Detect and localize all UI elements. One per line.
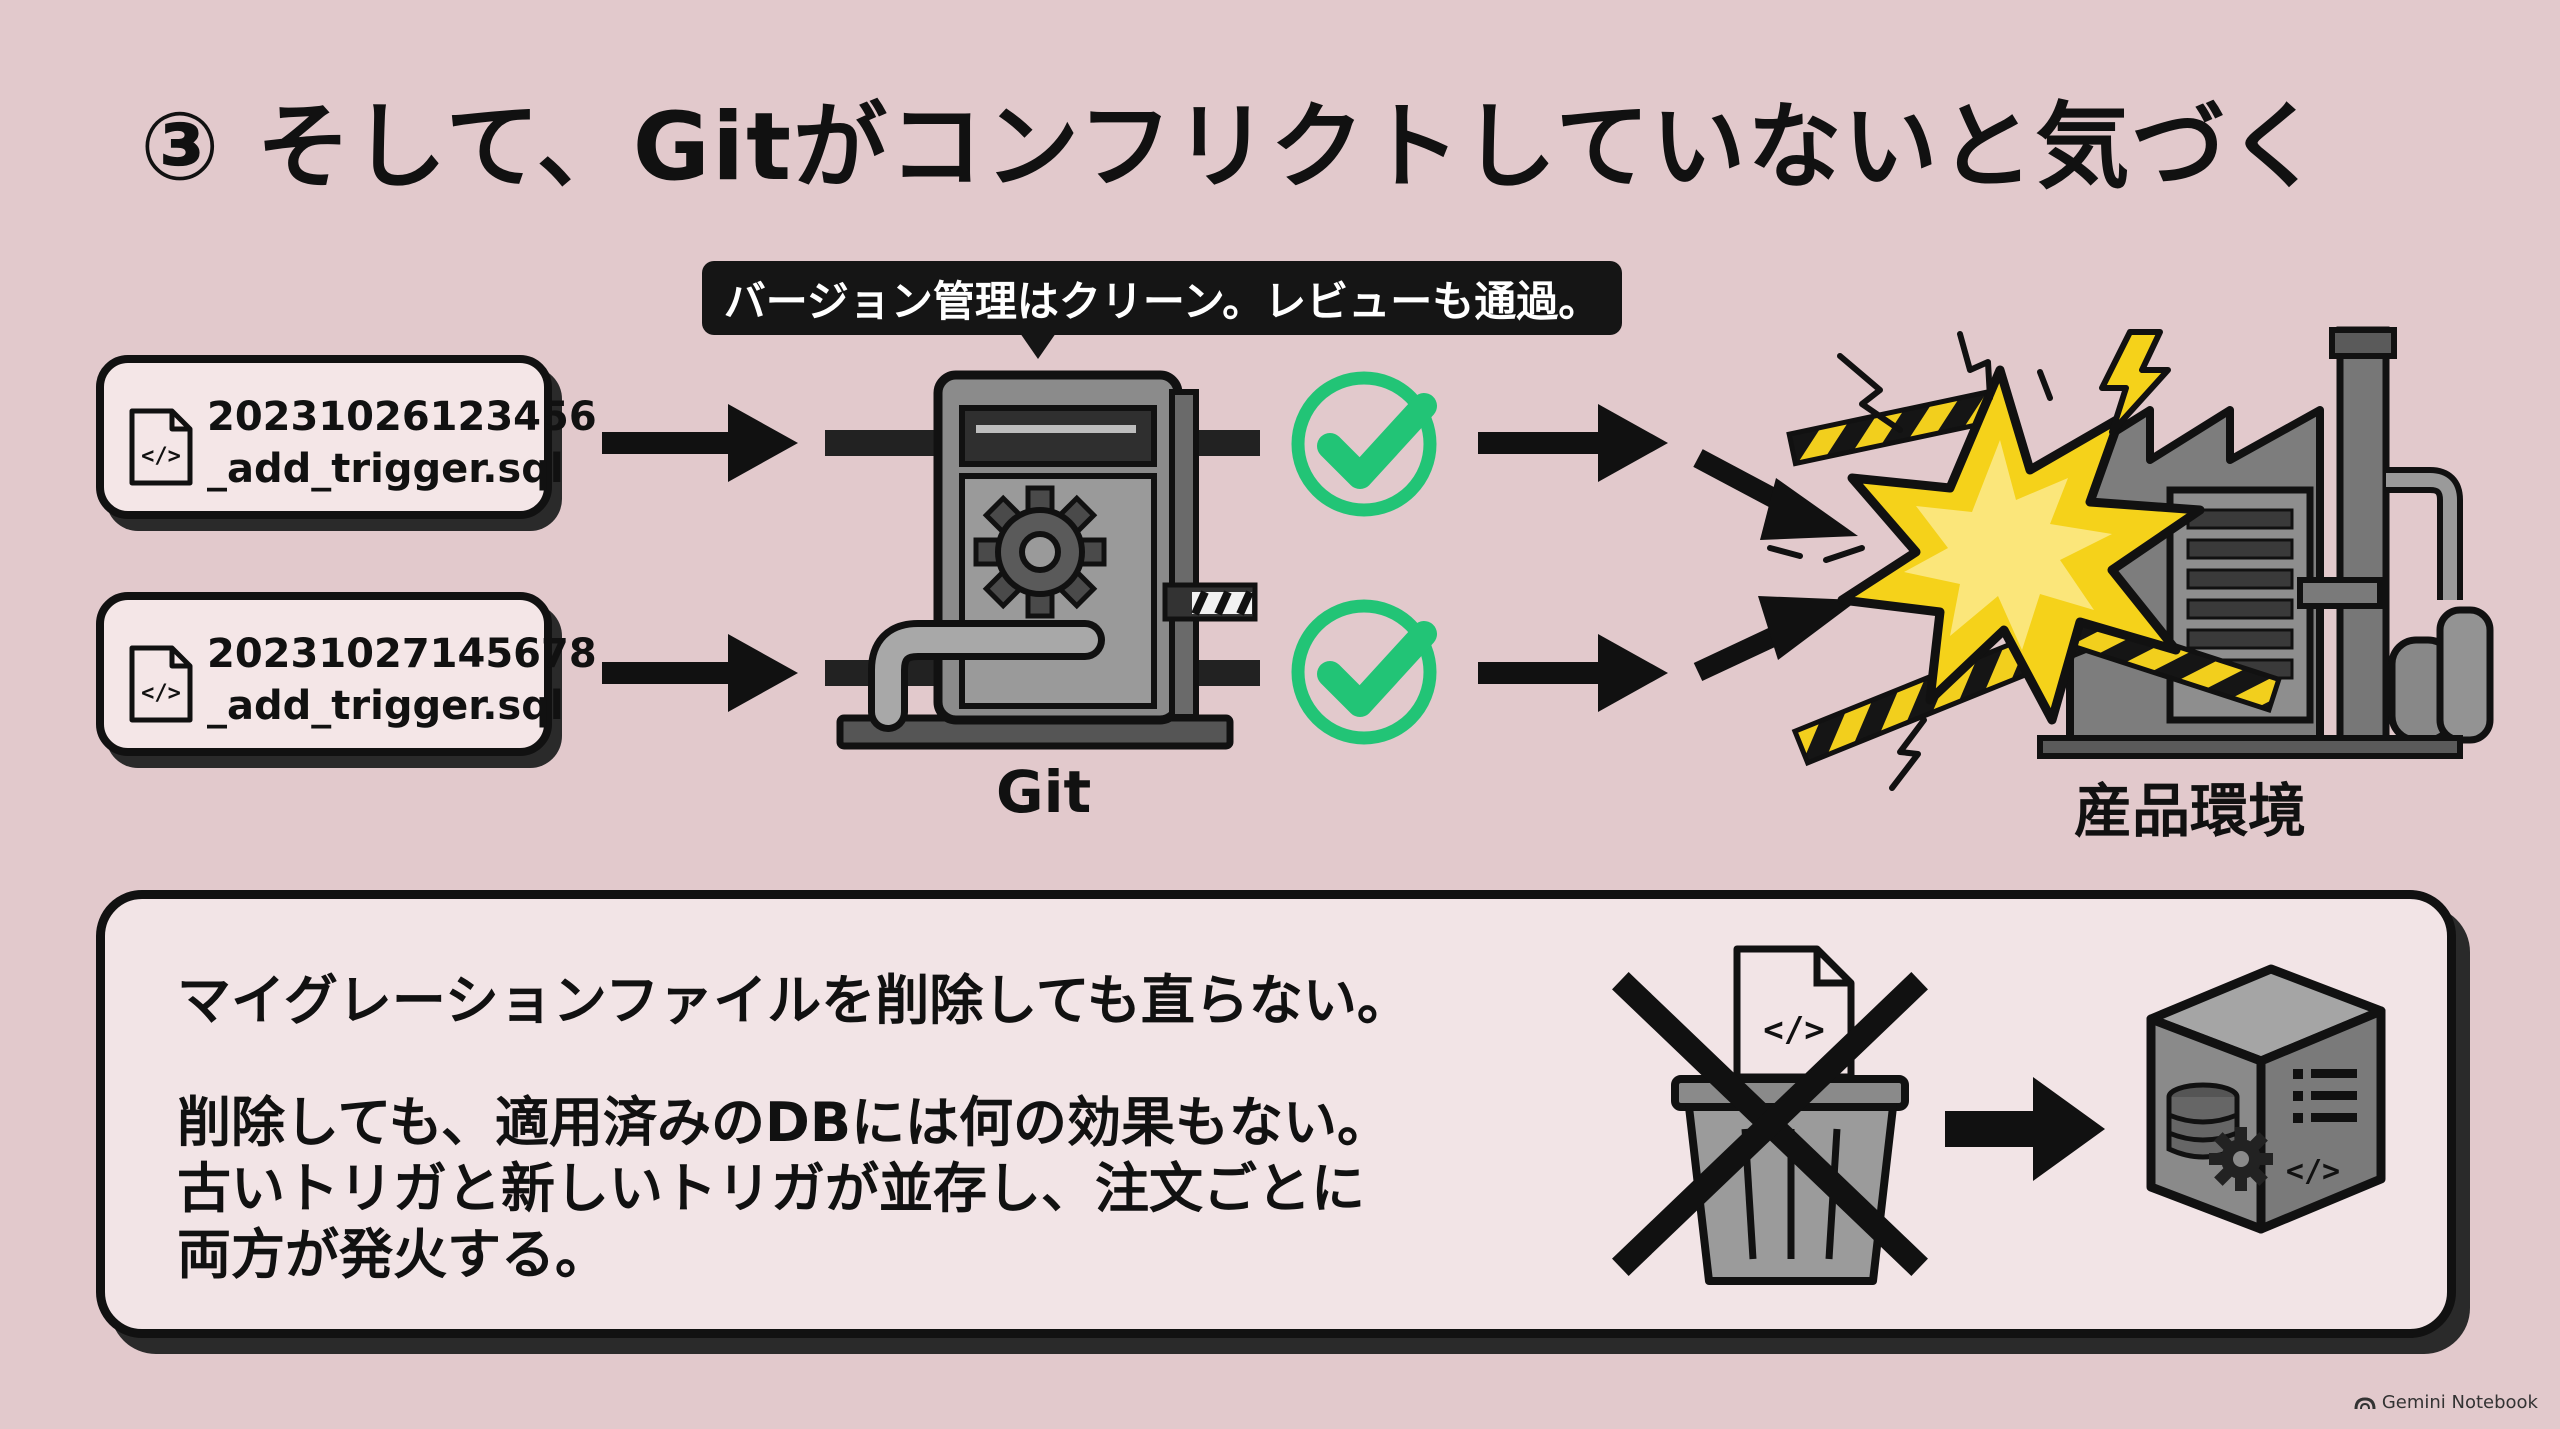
code-file-icon: </> xyxy=(1733,945,1855,1081)
flow-diagram xyxy=(602,326,2494,791)
check-circle-icon xyxy=(1291,599,1437,745)
callout-tail xyxy=(1020,333,1056,359)
panel-body-line: 削除しても、適用済みのDBには何の効果もない。 xyxy=(177,1091,1392,1154)
arrow-right-icon xyxy=(1945,1077,2105,1181)
panel-heading: マイグレーションファイルを削除しても直らない。 xyxy=(177,969,1411,1032)
arrow-right-icon xyxy=(1478,634,1668,712)
production-label: 産品環境 xyxy=(2074,777,2307,845)
gear-icon xyxy=(973,485,1107,619)
deleted-file-trash-icon: </> xyxy=(1612,945,1928,1285)
explanation-panel: マイグレーションファイルを削除しても直らない。 削除しても、適用済みのDBには何… xyxy=(96,890,2456,1338)
page-title: ③ そして、Gitがコンフリクトしていないと気づく xyxy=(140,93,2324,202)
arrow-diagonal-icon xyxy=(1693,596,1858,682)
arrow-right-icon xyxy=(602,404,798,482)
code-file-icon: </> xyxy=(129,645,193,723)
svg-text:</>: </> xyxy=(141,681,181,706)
brand-name: Gemini Notebook xyxy=(2381,1392,2538,1413)
git-label: Git xyxy=(996,758,1092,826)
cross-icon xyxy=(1612,972,1928,1276)
brand-logo-icon xyxy=(2354,1396,2376,1409)
file-name-line1: 20231027145678 xyxy=(207,631,597,677)
git-gate-icon xyxy=(836,370,1258,750)
check-circle-icon xyxy=(1291,371,1437,517)
arrow-right-icon xyxy=(602,634,798,712)
panel-body-line: 古いトリガと新しいトリガが並存し、注文ごとに xyxy=(177,1157,1365,1220)
callout-bubble: バージョン管理はクリーン。レビューも通過。 xyxy=(702,261,1622,335)
svg-text:</>: </> xyxy=(1763,1010,1824,1050)
gear-icon xyxy=(2209,1127,2273,1191)
file-name-line1: 20231026123456 xyxy=(207,394,597,440)
file-name-line2: _add_trigger.sql xyxy=(207,683,564,729)
arrow-right-icon xyxy=(1478,404,1668,482)
explosion-icon xyxy=(1837,365,2205,725)
svg-text:</>: </> xyxy=(141,444,181,469)
list-icon xyxy=(2293,1069,2357,1123)
migration-file-card: </> 20231027145678 _add_trigger.sql xyxy=(96,592,597,756)
spark-lines xyxy=(1767,331,2053,791)
code-icon: </> xyxy=(2286,1154,2340,1189)
code-file-icon: </> xyxy=(129,408,193,486)
lightning-icon xyxy=(2099,329,2171,435)
arrow-diagonal-icon xyxy=(1693,449,1858,540)
migration-file-card: </> 20231026123456 _add_trigger.sql xyxy=(96,355,597,519)
brand-watermark: Gemini Notebook xyxy=(2354,1392,2538,1413)
file-name-line2: _add_trigger.sql xyxy=(207,446,564,492)
panel-body-line: 両方が発火する。 xyxy=(177,1223,609,1286)
database-server-icon: </> xyxy=(2146,964,2386,1234)
